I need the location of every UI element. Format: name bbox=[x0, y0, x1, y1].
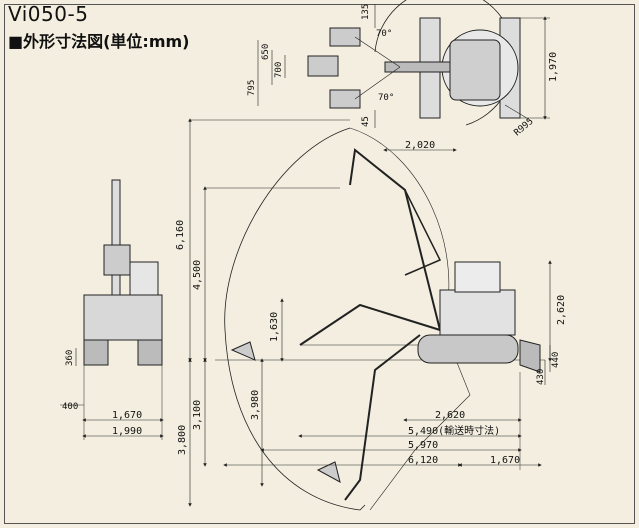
front-ground-clearance: 360 bbox=[65, 350, 75, 366]
front-track-shoe: 400 bbox=[62, 402, 78, 412]
side-blade-reach: 1,670 bbox=[490, 455, 520, 466]
page-title: ■外形寸法図(単位:mm) bbox=[8, 32, 190, 51]
side-max-reach: 6,120 bbox=[408, 455, 438, 466]
front-view bbox=[60, 179, 164, 440]
side-max-dig-height: 6,160 bbox=[175, 220, 186, 250]
side-blade-dig-depth: 3,100 bbox=[192, 400, 203, 430]
top-dim-135: 135 bbox=[361, 4, 371, 20]
side-view bbox=[188, 118, 552, 511]
side-min-swing-radius: 2,020 bbox=[405, 140, 435, 151]
top-tail-radius: R995 bbox=[513, 117, 536, 139]
model-name: Vi050-5 bbox=[8, 2, 89, 26]
side-max-vertical-wall: 3,980 bbox=[250, 390, 261, 420]
top-dim-700: 700 bbox=[274, 62, 284, 78]
side-transport-length: 5,490(輸送時寸法) bbox=[408, 424, 500, 437]
side-max-dig-depth: 3,800 bbox=[177, 425, 188, 455]
top-dim-650: 650 bbox=[261, 44, 271, 60]
side-max-dump-height: 4,500 bbox=[192, 260, 203, 290]
front-overall-width: 1,990 bbox=[112, 426, 142, 437]
side-blade-height: 440 bbox=[551, 352, 561, 368]
side-blade-depth: 430 bbox=[536, 369, 546, 385]
top-dim-45: 45 bbox=[361, 116, 371, 127]
top-angle-right: 70° bbox=[376, 29, 392, 39]
top-angle-left: 70° bbox=[378, 93, 394, 103]
top-dim-795: 795 bbox=[247, 80, 257, 96]
top-view bbox=[257, 0, 550, 128]
side-boom-offset-height: 1,630 bbox=[269, 312, 280, 342]
front-track-gauge: 1,670 bbox=[112, 410, 142, 421]
top-width: 1,970 bbox=[548, 52, 559, 82]
side-cab-height: 2,620 bbox=[556, 295, 567, 325]
side-tail-length: 2,620 bbox=[435, 410, 465, 421]
side-ground-reach: 5,970 bbox=[408, 440, 438, 451]
drawing-frame bbox=[4, 4, 635, 524]
